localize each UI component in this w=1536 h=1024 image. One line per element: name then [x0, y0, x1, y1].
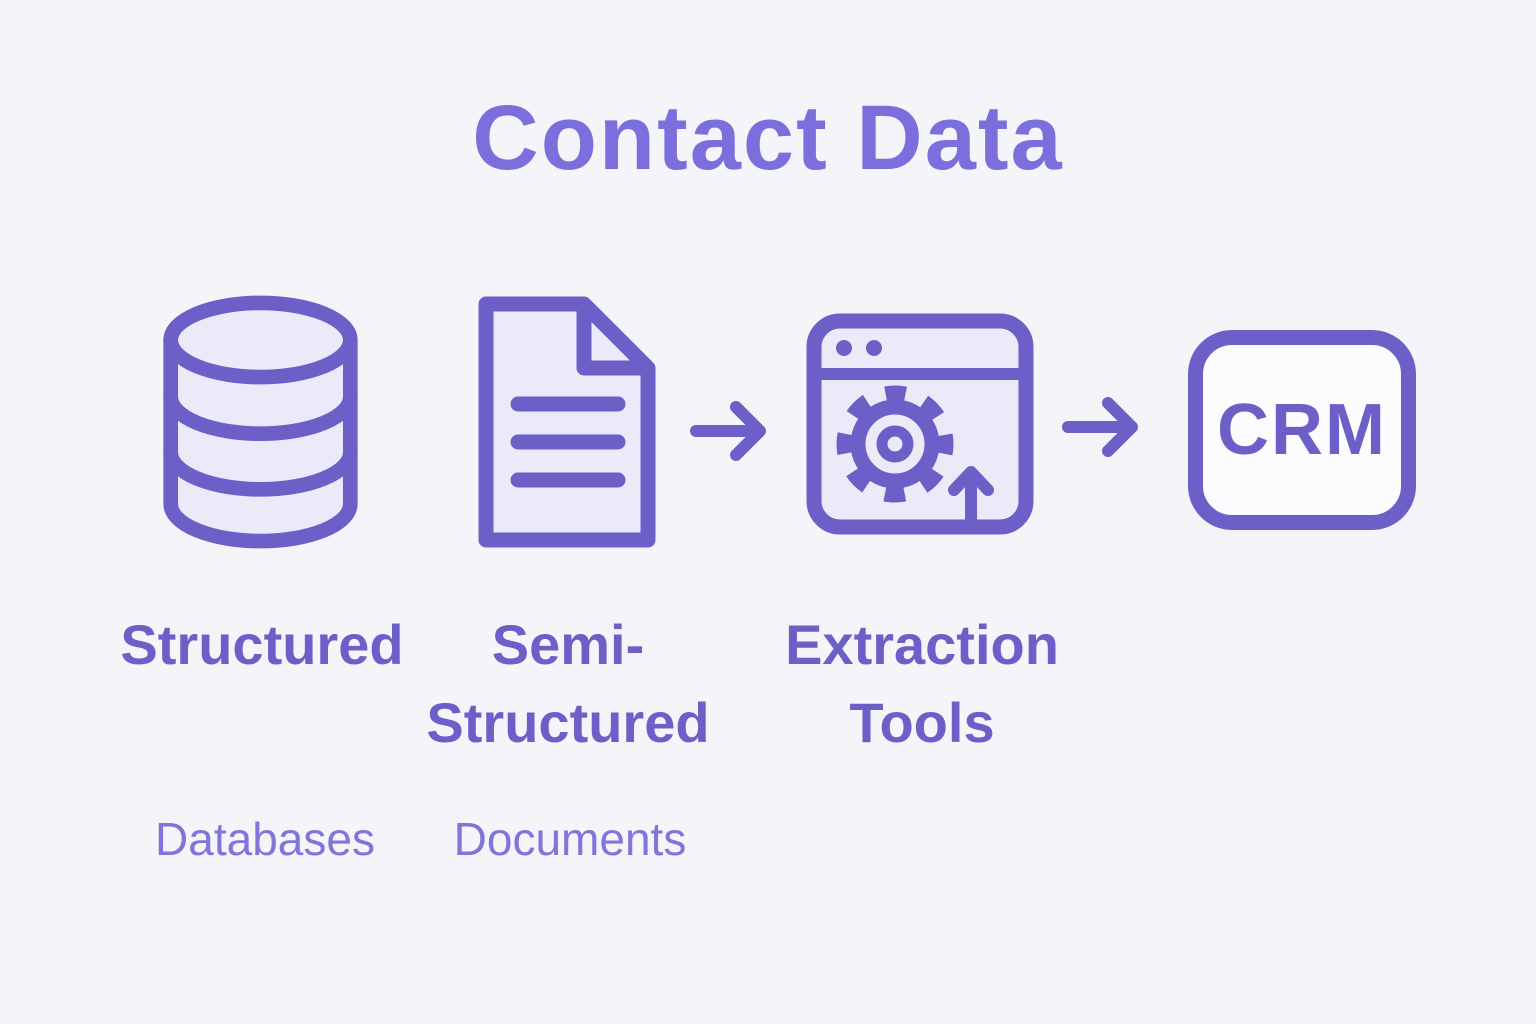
sublabel-databases: Databases [155, 813, 375, 865]
database-icon [163, 295, 358, 549]
window-dot-icon [866, 340, 882, 356]
label-extraction-tools: Extraction Tools [785, 606, 1059, 762]
crm-label: CRM [1217, 390, 1387, 470]
gear-icon [836, 385, 954, 503]
label-structured: Structured [120, 613, 404, 676]
upload-arrow-icon [948, 466, 994, 526]
sublabel-documents: Documents [453, 813, 687, 865]
arrow-right-icon [690, 401, 766, 461]
arrow-right-icon [1062, 397, 1138, 457]
document-icon [478, 296, 656, 548]
diagram-title: Contact Data [472, 87, 1064, 189]
label-line: Structured [426, 691, 710, 754]
window-dot-icon [836, 340, 852, 356]
crm-box-icon: CRM [1188, 330, 1416, 530]
label-line: Tools [849, 691, 995, 754]
label-semi-structured: Semi- Structured [426, 606, 709, 762]
label-line: Extraction [785, 613, 1059, 676]
browser-gear-icon [806, 313, 1034, 535]
label-line: Semi- [491, 613, 645, 676]
